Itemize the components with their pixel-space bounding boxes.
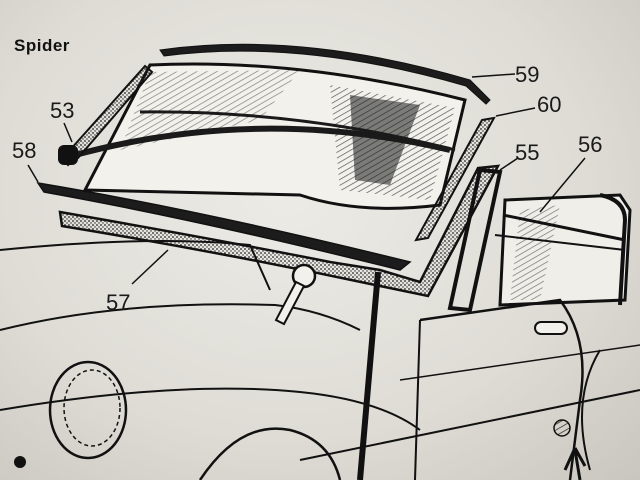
glass-seal [139,110,456,152]
leader-53 [63,122,73,143]
lower-frame-trim [36,181,412,271]
hood-line [0,240,271,291]
top-trim-strip [159,43,491,105]
leader-57 [131,249,169,285]
headlight-inner [63,369,121,447]
leader-60 [495,107,536,117]
wheel-arch [198,427,342,480]
glass-reflection [120,70,300,150]
left-pillar-end-cap [58,145,78,165]
door-outline [419,298,584,480]
callout-57: 57 [106,290,131,315]
door-post [447,167,503,313]
callout-60: 60 [537,92,562,117]
diagram-title: Spider [14,36,70,55]
outer-gasket [58,164,501,298]
side-window-reflection [510,205,560,300]
door-lock [553,419,571,437]
callout-58: 58 [12,138,37,163]
body-crease [399,344,640,381]
callout-56: 56 [578,132,603,157]
mirror-arm [274,280,306,326]
headlight [48,360,128,460]
right-pillar-strip [414,116,496,242]
fender-line [0,387,421,431]
parking-light [14,456,26,468]
a-pillar-lower [357,271,381,480]
window-frame [599,193,628,306]
glass-seal [74,125,451,158]
door-handle [534,321,568,335]
callout-55: 55 [515,140,540,165]
door-line [414,319,421,480]
leader-55 [499,157,519,171]
pointer-arrow [563,447,587,480]
leader-58 [27,164,39,183]
callout-59: 59 [515,62,540,87]
callout-53: 53 [50,98,75,123]
leader-56 [539,157,586,213]
leader-59 [471,73,516,78]
hood-crease [0,303,361,331]
rear-arch [581,349,601,471]
